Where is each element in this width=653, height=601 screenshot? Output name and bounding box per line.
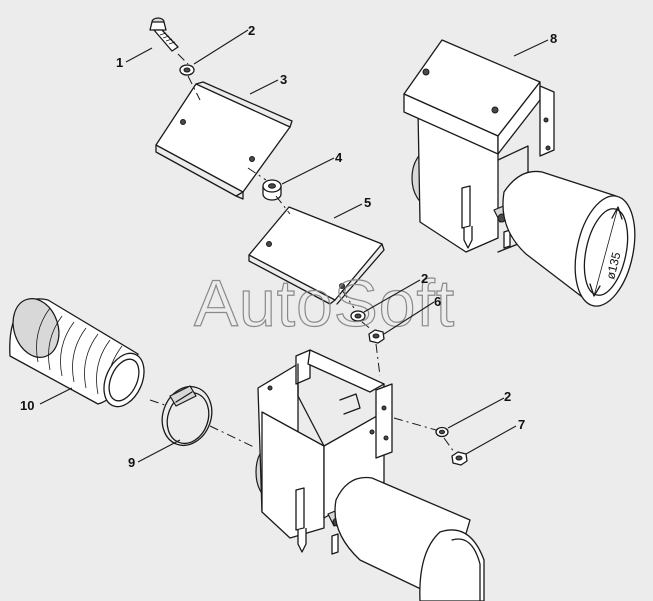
callout-10: 10 [20, 398, 34, 413]
part-10-flex-duct [9, 298, 145, 408]
callout-9: 9 [128, 455, 135, 470]
callout-7: 7 [518, 417, 525, 432]
part-7-nut [451, 451, 468, 466]
callout-2-lower: 2 [504, 389, 511, 404]
part-8-heater-assembly: ø135 [403, 39, 636, 307]
part-2-washer-middle [350, 310, 366, 322]
part-9-hose-clamp [161, 385, 213, 447]
callout-1: 1 [116, 55, 123, 70]
callout-8: 8 [550, 31, 557, 46]
callout-6: 6 [434, 294, 441, 309]
lower-heater-assembly [255, 349, 485, 601]
callout-4: 4 [335, 150, 343, 165]
diameter-label: ø135 [603, 250, 623, 280]
part-3-cover-plate [155, 81, 293, 200]
assembly-centerlines [149, 53, 455, 453]
callout-2-middle: 2 [421, 271, 428, 286]
callout-2-top: 2 [248, 23, 255, 38]
part-5-lower-plate [248, 206, 385, 305]
callout-3: 3 [280, 72, 287, 87]
part-6-nut [368, 329, 385, 344]
part-1-bolt [149, 17, 179, 52]
part-2-washer-top [179, 64, 195, 76]
part-2-washer-lower [435, 426, 449, 438]
callout-5: 5 [364, 195, 371, 210]
callout-leaders [39, 29, 549, 463]
part-4-spacer [262, 179, 282, 201]
watermark-text: AutoSoft [194, 266, 455, 340]
